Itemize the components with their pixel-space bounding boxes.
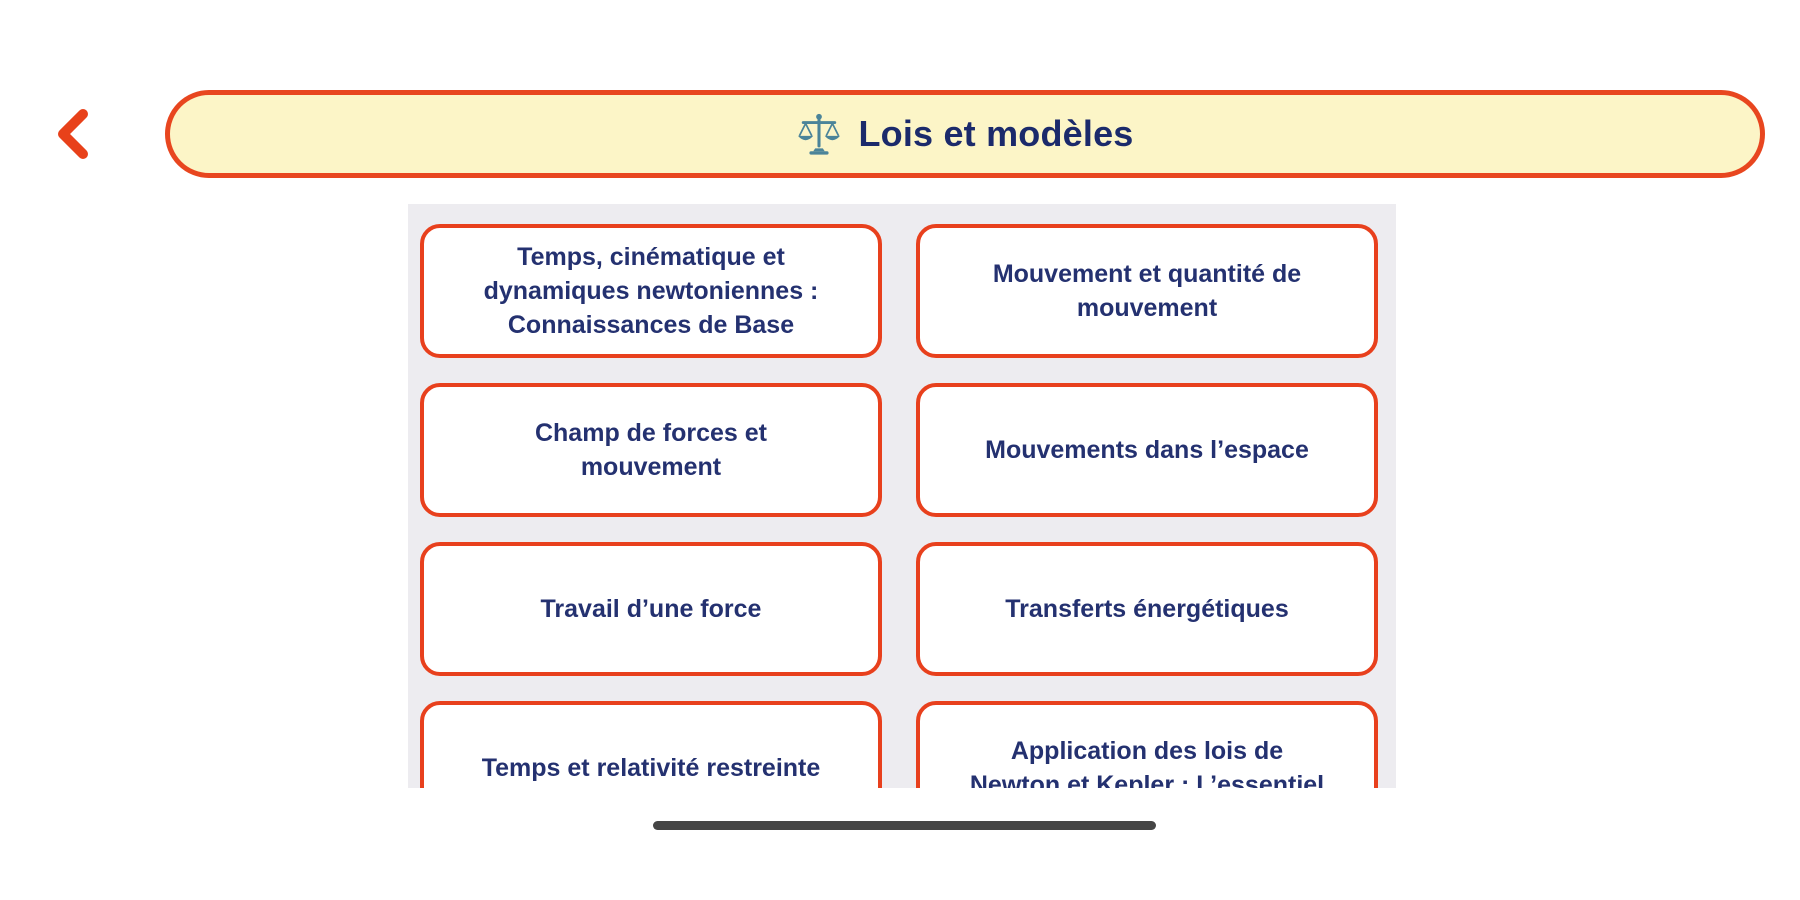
home-indicator-bar[interactable]: [653, 821, 1156, 830]
topic-button-3[interactable]: Champ de forces et mouvement: [420, 383, 882, 517]
page-header: Lois et modèles: [165, 90, 1765, 178]
topic-button-5[interactable]: Travail d’une force: [420, 542, 882, 676]
topic-button-6[interactable]: Transferts énergétiques: [916, 542, 1378, 676]
topic-button-1[interactable]: Temps, cinématique et dynamiques newtoni…: [420, 224, 882, 358]
chevron-left-icon: [52, 107, 92, 161]
page-title: Lois et modèles: [858, 113, 1134, 154]
topics-grid: Temps, cinématique et dynamiques newtoni…: [420, 224, 1378, 788]
topics-panel: Temps, cinématique et dynamiques newtoni…: [408, 204, 1396, 788]
back-button[interactable]: [38, 96, 106, 172]
balance-scale-icon: [796, 112, 842, 156]
topic-button-8[interactable]: Application des lois de Newton et Kepler…: [916, 701, 1378, 788]
topic-button-7[interactable]: Temps et relativité restreinte: [420, 701, 882, 788]
topic-button-4[interactable]: Mouvements dans l’espace: [916, 383, 1378, 517]
topic-button-2[interactable]: Mouvement et quantité de mouvement: [916, 224, 1378, 358]
